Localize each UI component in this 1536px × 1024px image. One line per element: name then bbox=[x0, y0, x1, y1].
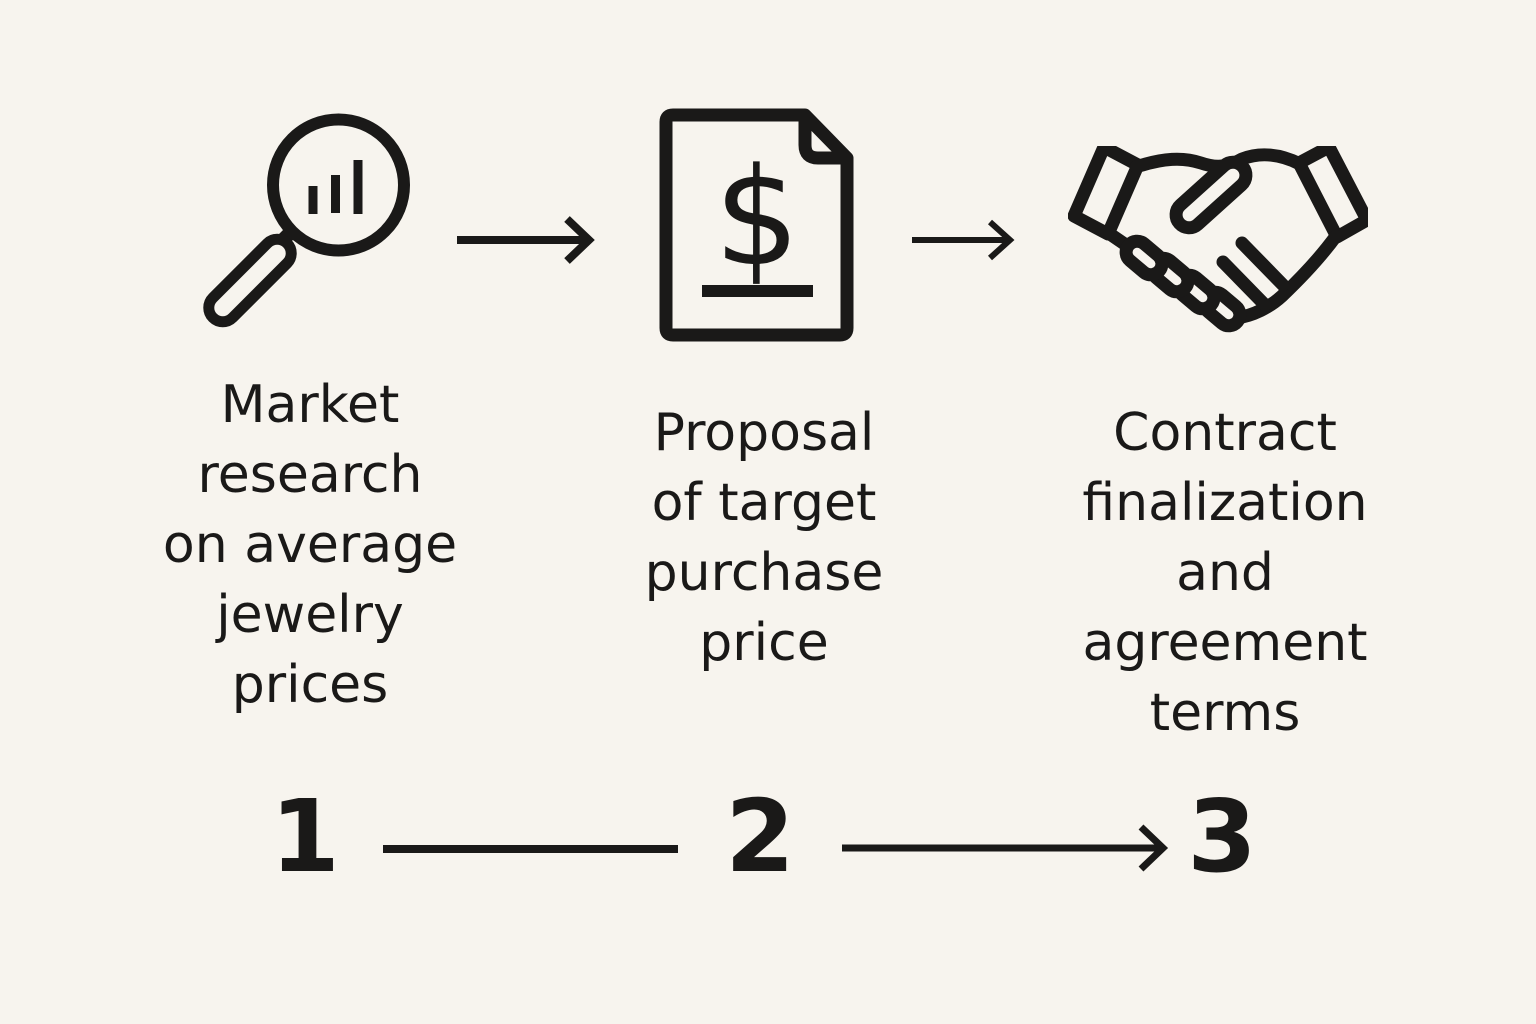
document-dollar-icon: $ bbox=[659, 108, 854, 342]
arrow-head bbox=[1138, 824, 1169, 872]
step-2-label: Proposal of target purchase price bbox=[644, 403, 884, 673]
step-3-number: 3 bbox=[1187, 778, 1257, 895]
handshake-icon bbox=[1068, 146, 1368, 333]
flow-arrow-2 bbox=[912, 219, 1015, 261]
step-connector-arrow-2 bbox=[842, 824, 1169, 872]
dollar-sign: $ bbox=[714, 139, 800, 296]
step-1-label: Market research on average jewelry price… bbox=[162, 375, 458, 715]
magnifier-lens bbox=[267, 113, 410, 257]
handshake-finger-line-1 bbox=[1235, 236, 1290, 292]
arrow-head bbox=[564, 216, 595, 264]
handshake-thumb bbox=[1169, 155, 1253, 235]
step-2-number: 2 bbox=[725, 778, 795, 895]
magnifier-handle bbox=[203, 233, 297, 328]
magnifier-bar-chart-icon bbox=[203, 113, 410, 328]
step-connector-line-1 bbox=[383, 845, 678, 853]
arrow-head bbox=[987, 219, 1015, 261]
handshake-right-arm-edge bbox=[1229, 229, 1343, 325]
document-outline bbox=[659, 108, 854, 342]
handshake-knuckle-1 bbox=[1119, 234, 1169, 282]
handshake-finger-line-2 bbox=[1216, 255, 1272, 312]
handshake-right-cuff bbox=[1292, 146, 1368, 244]
step-3-label: Contract finalization and agreement term… bbox=[1082, 403, 1368, 743]
step-1-number: 1 bbox=[270, 778, 340, 895]
flow-arrow-1 bbox=[457, 216, 595, 264]
document-folded-corner bbox=[798, 115, 847, 165]
handshake-left-cuff bbox=[1068, 146, 1145, 241]
